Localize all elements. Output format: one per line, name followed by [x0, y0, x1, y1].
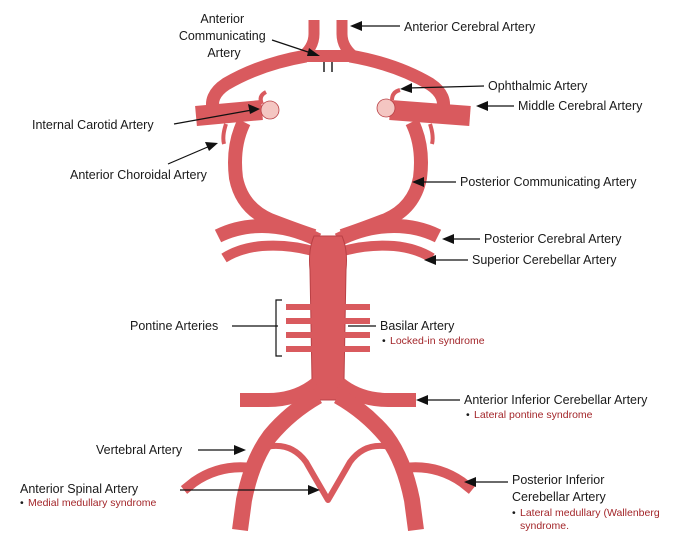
label-vertebral: Vertebral Artery — [96, 443, 183, 457]
pcom-arrowhead — [412, 177, 424, 187]
internal-carotid-stump-right — [376, 98, 396, 118]
basilar-syndrome-bullet: • — [382, 335, 386, 347]
internal-carotid-stump-left — [260, 100, 280, 120]
label-pica-line: Cerebellar Artery — [512, 490, 607, 504]
label-anterior-choroidal: Anterior Choroidal Artery — [70, 168, 208, 182]
label-anterior-cerebral: Anterior Cerebral Artery — [404, 20, 536, 34]
label-pica-syndrome: Lateral medullary (Wallenberg syndrome. — [520, 507, 663, 532]
anterior-choroidal-branch-right — [428, 123, 435, 145]
middle-cerebral-artery-right — [389, 100, 471, 126]
leader-lines — [167, 21, 514, 495]
aca-arrowhead — [350, 21, 362, 31]
label-superior-cerebellar: Superior Cerebellar Artery — [472, 253, 617, 267]
mca-arrowhead — [476, 101, 488, 111]
anterior-inferior-cerebellar-artery-left — [240, 378, 321, 407]
anterior-spinal-artery — [261, 442, 395, 503]
label-anterior-spinal-syndrome: Medial medullary syndrome — [28, 497, 157, 509]
posterior-inferior-cerebellar-artery-left — [180, 462, 253, 494]
anterior-spinal-syndrome-bullet: • — [20, 497, 24, 509]
vertebral-arrowhead — [234, 445, 246, 455]
label-middle-cerebral: Middle Cerebral Artery — [518, 99, 643, 113]
label-anterior-spinal: Anterior Spinal Artery — [20, 482, 139, 496]
vertebral-artery-left — [232, 389, 323, 532]
label-posterior-cerebral: Posterior Cerebral Artery — [484, 232, 622, 246]
label-pontine: Pontine Arteries — [130, 319, 218, 333]
ophthalmic-leader — [407, 85, 485, 89]
posterior-communicating-artery-right — [339, 118, 428, 243]
aica-syndrome-bullet: • — [466, 409, 470, 421]
anterior-cerebral-a1-right — [348, 49, 450, 115]
pontine-artery — [340, 346, 370, 352]
acom-arrowhead — [307, 48, 320, 56]
anterior-inferior-cerebellar-artery-right — [335, 378, 416, 407]
posterior-inferior-cerebellar-artery-right — [403, 462, 476, 494]
label-anterior-communicating-line: Anterior — [200, 12, 244, 26]
ophthalmic-branch-left — [258, 90, 267, 105]
achor-leader — [167, 145, 211, 165]
label-aica-syndrome: Lateral pontine syndrome — [474, 409, 593, 421]
ica-leader — [173, 109, 253, 125]
anterior-choroidal-branch-left — [221, 123, 228, 145]
ica-arrowhead — [248, 104, 260, 114]
label-pica-line: Posterior Inferior — [512, 473, 604, 487]
pontine-artery — [286, 304, 316, 310]
label-pica-syndrome-line: Lateral medullary (Wallenberg — [520, 507, 660, 519]
pontine-bracket — [275, 299, 282, 357]
labels: Anterior Communicating Artery Anterior C… — [20, 12, 663, 532]
pontine-arteries — [286, 304, 370, 352]
label-posterior-communicating: Posterior Communicating Artery — [460, 175, 637, 189]
superior-cerebellar-artery-left — [221, 240, 318, 263]
label-anterior-communicating-line: Communicating — [179, 29, 266, 43]
posterior-cerebral-artery-left — [214, 219, 322, 247]
pontine-artery — [286, 318, 316, 324]
ophthalmic-branch-right — [390, 88, 401, 101]
anterior-cerebral-a1-left — [206, 49, 308, 115]
label-pica: Posterior Inferior Cerebellar Artery — [512, 473, 608, 504]
posterior-cerebral-artery-right — [334, 219, 442, 247]
ophthalmic-arrowhead — [400, 83, 412, 93]
superior-cerebellar-artery-right — [338, 240, 435, 263]
acom-leader — [271, 39, 315, 55]
label-basilar-syndrome: Locked-in syndrome — [390, 335, 485, 347]
pontine-artery — [286, 332, 316, 338]
pontine-artery — [340, 318, 370, 324]
pica-arrowhead — [464, 477, 476, 487]
vertebral-artery-right — [333, 389, 424, 532]
label-internal-carotid: Internal Carotid Artery — [32, 118, 154, 132]
label-ophthalmic: Ophthalmic Artery — [488, 79, 588, 93]
aica-arrowhead — [416, 395, 428, 405]
asa-arrowhead — [308, 485, 320, 495]
pica-syndrome-bullet: • — [512, 507, 516, 519]
pontine-artery — [286, 346, 316, 352]
artery-network — [180, 20, 476, 532]
label-aica: Anterior Inferior Cerebellar Artery — [464, 393, 648, 407]
sca-arrowhead — [424, 255, 436, 265]
pca-arrowhead — [442, 234, 454, 244]
label-anterior-communicating-line: Artery — [207, 46, 241, 60]
pontine-artery — [340, 304, 370, 310]
label-anterior-communicating: Anterior Communicating Artery — [179, 12, 269, 60]
pontine-artery — [340, 332, 370, 338]
label-basilar: Basilar Artery — [380, 319, 455, 333]
achor-arrowhead — [205, 142, 218, 151]
label-pica-syndrome-line: syndrome. — [520, 520, 569, 532]
posterior-communicating-artery-left — [228, 118, 317, 243]
